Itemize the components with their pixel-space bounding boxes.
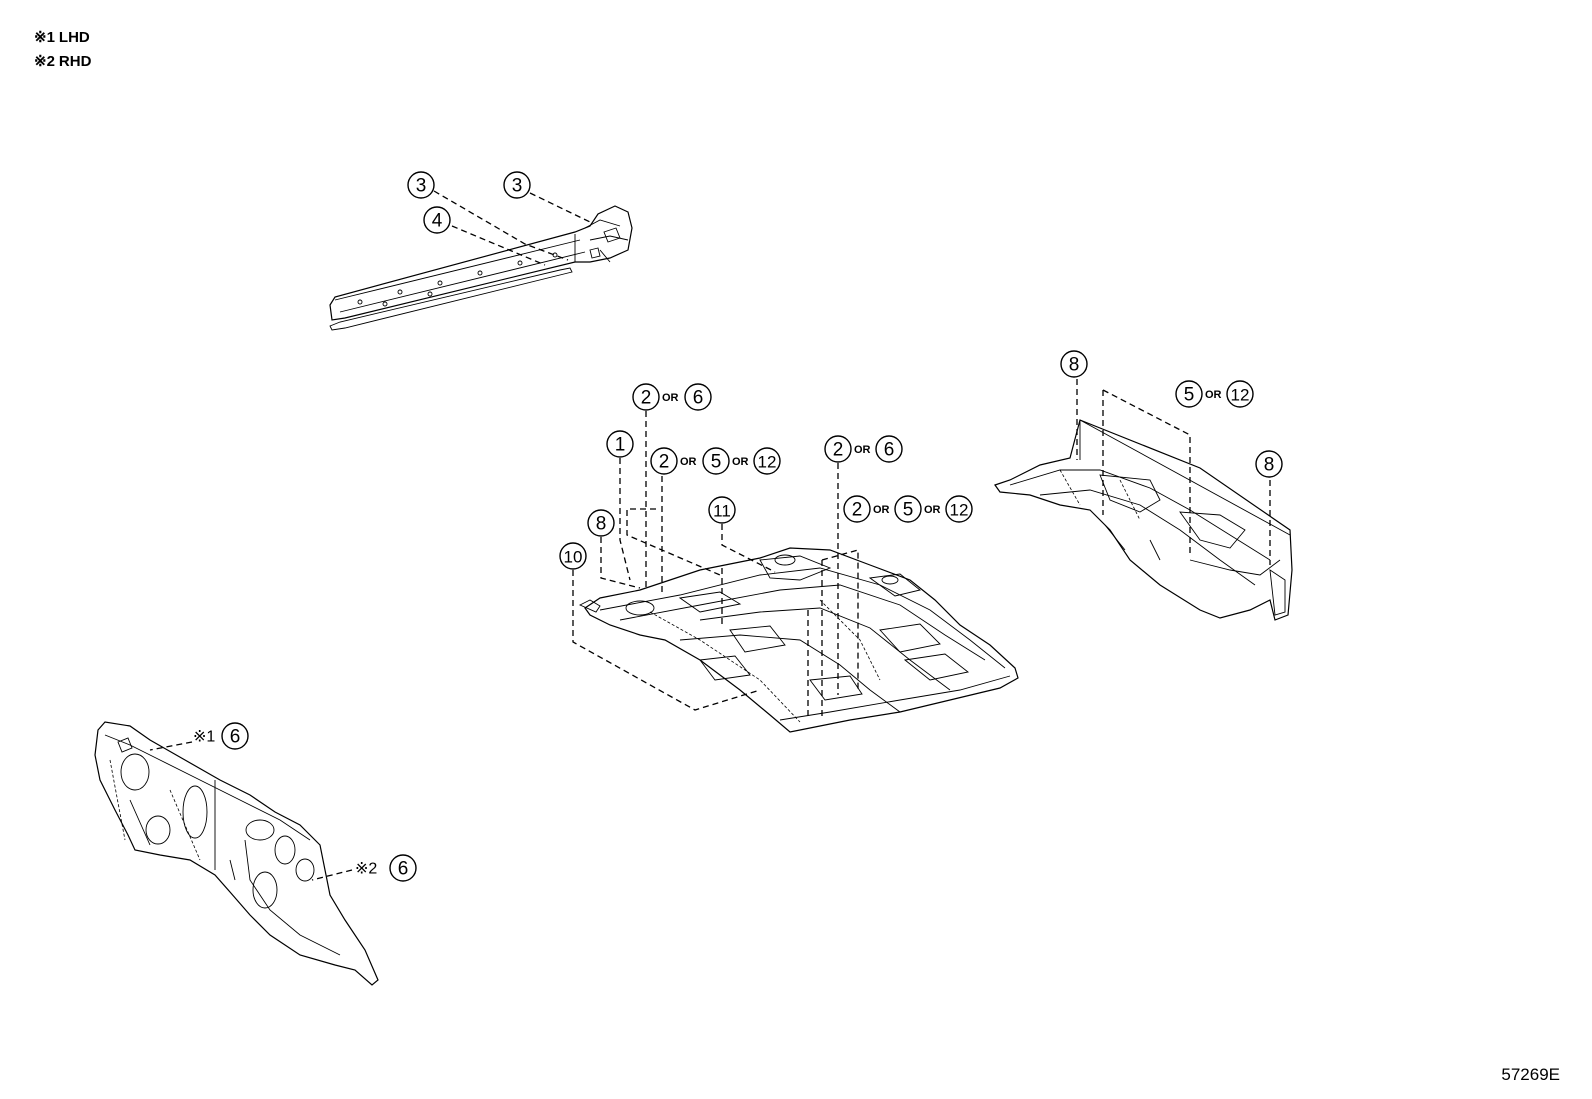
callout-number: 5	[903, 500, 914, 521]
side-rail-part	[329, 205, 633, 331]
callout-number: 5	[1184, 385, 1195, 406]
callout-number: 3	[512, 176, 523, 197]
note-mark: ※2	[34, 53, 55, 70]
callout-number: 2	[641, 388, 652, 409]
note-text: LHD	[58, 29, 90, 46]
or-label: OR	[662, 392, 679, 404]
callout-number: 1	[615, 435, 626, 456]
callout-group-2-or-6-right: 2 OR 6	[824, 435, 903, 463]
callout-1: 1	[606, 430, 634, 458]
callout-number: 2	[659, 452, 670, 473]
callout-number: 6	[230, 727, 241, 748]
callout-number: 12	[950, 501, 969, 520]
callout-3a: 3	[407, 171, 435, 199]
callout-group-2-or-6-top: 2 OR 6	[632, 383, 712, 411]
callout-number: 3	[416, 176, 427, 197]
callout-group-5-or-12-rear: 5 OR 12	[1175, 380, 1254, 408]
callout-group-2-or-5-or-12-right: 2 OR 5 OR 12	[843, 495, 973, 523]
or-label: OR	[1205, 389, 1222, 401]
callout-8-rear-right: 8	[1255, 450, 1283, 478]
leader-lines	[149, 190, 1271, 881]
callout-number: 5	[711, 452, 722, 473]
callout-number: 8	[596, 514, 607, 535]
callout-number: 2	[852, 500, 863, 521]
callout-number: 8	[1069, 355, 1080, 376]
callout-number: 6	[398, 859, 409, 880]
or-label: OR	[680, 456, 697, 468]
callout-number: 10	[564, 548, 583, 567]
callout-lhd-6: ※1 6	[193, 722, 249, 750]
floor-pan-part	[578, 547, 1019, 733]
callout-10: 10	[559, 542, 587, 570]
callout-4: 4	[423, 206, 451, 234]
callout-number: 6	[693, 388, 704, 409]
callout-number: 6	[884, 440, 895, 461]
rhd-mark: ※2	[355, 861, 377, 878]
callout-number: 2	[833, 440, 844, 461]
callout-group-2-or-5-or-12-left: 2 OR 5 OR 12	[650, 447, 781, 475]
or-label: OR	[924, 504, 941, 516]
note-mark: ※1	[34, 29, 55, 46]
note-text: RHD	[58, 53, 92, 70]
drawing-id: 57269E	[1501, 1065, 1560, 1084]
callout-11: 11	[708, 496, 736, 524]
dash-insulator-part	[94, 721, 379, 986]
callout-number: 12	[1231, 386, 1250, 405]
lhd-mark: ※1	[193, 729, 215, 746]
callout-3b: 3	[503, 171, 531, 199]
or-label: OR	[732, 456, 749, 468]
callout-8-center: 8	[587, 509, 615, 537]
rear-floor-part	[994, 419, 1293, 621]
callout-8-rear-top: 8	[1060, 350, 1088, 378]
callout-number: 12	[758, 453, 777, 472]
callout-number: 11	[713, 502, 731, 521]
callout-number: 4	[432, 211, 443, 232]
or-label: OR	[873, 504, 890, 516]
callout-rhd-6: ※2 6	[355, 854, 417, 882]
or-label: OR	[854, 444, 871, 456]
callout-number: 8	[1264, 455, 1275, 476]
